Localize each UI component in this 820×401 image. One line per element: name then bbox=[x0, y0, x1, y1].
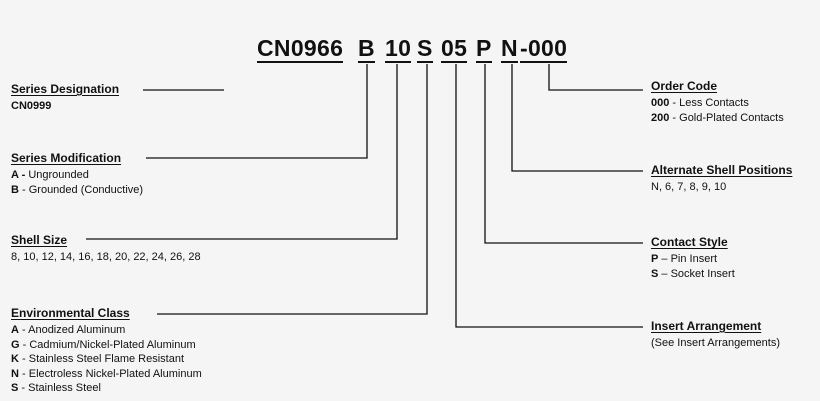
series-modification-heading: Series Modification bbox=[11, 151, 122, 165]
contact-style-section: Contact Style P – Pin Insert S – Socket … bbox=[651, 235, 735, 281]
list-item: 000 - Less Contacts bbox=[651, 97, 749, 109]
alternate-shell-positions-values: N, 6, 7, 8, 9, 10 bbox=[651, 181, 727, 193]
contact-style-heading: Contact Style bbox=[651, 235, 728, 249]
pn-order-code: -000 bbox=[520, 35, 568, 63]
line-alternate-shell-positions bbox=[511, 64, 643, 172]
pn-series: CN0966 bbox=[257, 35, 344, 63]
list-item: B - Grounded (Conductive) bbox=[11, 183, 144, 196]
line-order-code bbox=[548, 64, 643, 91]
list-item: 200 - Gold-Plated Contacts bbox=[651, 111, 784, 124]
shell-size-section: Shell Size 8, 10, 12, 14, 16, 18, 20, 22… bbox=[11, 233, 201, 265]
list-item: G - Cadmium/Nickel-Plated Aluminum bbox=[11, 338, 196, 351]
alternate-shell-positions-heading: Alternate Shell Positions bbox=[651, 163, 793, 177]
series-designation-heading: Series Designation bbox=[11, 82, 120, 96]
pn-arrangement: 05 bbox=[441, 35, 468, 63]
list-item: A - Anodized Aluminum bbox=[11, 324, 126, 336]
order-code-heading: Order Code bbox=[651, 79, 718, 93]
pn-alt-position: N bbox=[501, 35, 518, 63]
series-designation-section: Series Designation CN0999 bbox=[11, 82, 119, 114]
line-series-modification bbox=[146, 64, 368, 159]
environmental-class-section: Environmental Class A - Anodized Aluminu… bbox=[11, 306, 202, 396]
line-insert-arrangement bbox=[455, 64, 643, 328]
list-item: A - Ungrounded bbox=[11, 169, 89, 181]
series-modification-section: Series Modification A - Ungrounded B - G… bbox=[11, 151, 143, 197]
shell-size-values: 8, 10, 12, 14, 16, 18, 20, 22, 24, 26, 2… bbox=[11, 251, 201, 263]
pn-contact-style: P bbox=[476, 35, 492, 63]
list-item: S – Socket Insert bbox=[651, 267, 735, 280]
pn-env-class: S bbox=[417, 35, 433, 63]
line-shell-size bbox=[86, 64, 398, 240]
list-item: K - Stainless Steel Flame Resistant bbox=[11, 353, 185, 365]
pn-modification: B bbox=[358, 35, 375, 63]
insert-arrangement-note: (See Insert Arrangements) bbox=[651, 337, 781, 349]
insert-arrangement-heading: Insert Arrangement bbox=[651, 319, 762, 333]
list-item: P – Pin Insert bbox=[651, 253, 718, 265]
insert-arrangement-section: Insert Arrangement (See Insert Arrangeme… bbox=[651, 319, 780, 351]
line-contact-style bbox=[484, 64, 643, 244]
shell-size-heading: Shell Size bbox=[11, 233, 68, 247]
alternate-shell-positions-section: Alternate Shell Positions N, 6, 7, 8, 9,… bbox=[651, 163, 792, 195]
list-item: N - Electroless Nickel-Plated Aluminum bbox=[11, 367, 202, 380]
environmental-class-heading: Environmental Class bbox=[11, 306, 130, 320]
line-environmental-class bbox=[157, 64, 428, 315]
series-designation-value: CN0999 bbox=[11, 100, 52, 112]
list-item: S - Stainless Steel bbox=[11, 382, 101, 394]
order-code-section: Order Code 000 - Less Contacts 200 - Gol… bbox=[651, 79, 784, 125]
pn-shell-size: 10 bbox=[385, 35, 412, 63]
